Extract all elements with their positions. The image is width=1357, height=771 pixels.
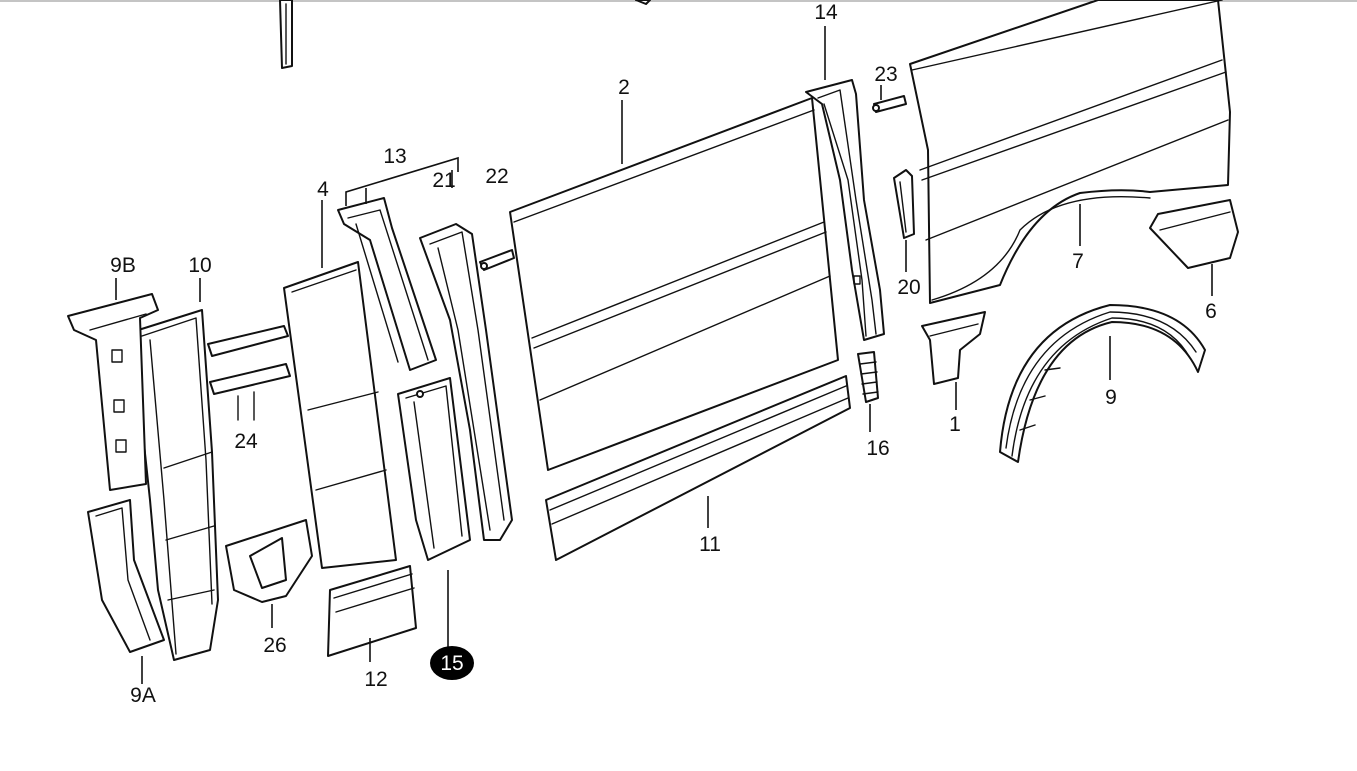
part-11-sill[interactable]: [545, 375, 851, 561]
callout-16[interactable]: 16: [866, 437, 889, 460]
part-9-wheelhouse[interactable]: [999, 304, 1206, 463]
part-21-pillar[interactable]: [419, 223, 513, 541]
part-10-a-pillar[interactable]: [131, 309, 219, 661]
callout-2[interactable]: 2: [618, 76, 630, 99]
part-12-lower-skin[interactable]: [327, 565, 417, 657]
part-4-panel[interactable]: [283, 261, 397, 569]
part-2-side-panel[interactable]: [509, 97, 839, 471]
callout-4[interactable]: 4: [317, 178, 329, 201]
part-7-rear-quarter-panel[interactable]: [909, 0, 1231, 304]
callout-1[interactable]: 1: [949, 413, 961, 436]
part-9A-inner-lower[interactable]: [87, 499, 165, 653]
part-20-plate[interactable]: [893, 169, 915, 239]
callout-9[interactable]: 9: [1105, 386, 1117, 409]
part-6-arch-extension[interactable]: [1149, 199, 1239, 269]
part-16-vent[interactable]: [857, 351, 879, 403]
callout-22[interactable]: 22: [485, 165, 508, 188]
part-26-bracket[interactable]: [225, 519, 313, 603]
callout-labels: 14 23 2 13 21 22 4 9B 10 24 7 20 6 1 9 1…: [110, 1, 1217, 707]
callout-7[interactable]: 7: [1072, 250, 1084, 273]
part-23-pin[interactable]: [872, 95, 907, 113]
callout-13[interactable]: 13: [383, 145, 406, 168]
callout-6[interactable]: 6: [1205, 300, 1217, 323]
callout-24[interactable]: 24: [234, 430, 258, 453]
part-14-pillar[interactable]: [805, 79, 885, 341]
callout-26[interactable]: 26: [263, 634, 286, 657]
part-1-bracket[interactable]: [921, 311, 986, 385]
callout-14[interactable]: 14: [814, 1, 838, 24]
callout-9A[interactable]: 9A: [130, 684, 156, 707]
part-fragment-top: [635, 0, 651, 5]
callout-15: 15: [440, 652, 463, 675]
part-strip-top: [279, 0, 293, 69]
callout-11[interactable]: 11: [699, 533, 721, 556]
callout-15-highlighted[interactable]: 15: [430, 646, 474, 680]
part-24-rails[interactable]: [207, 325, 291, 421]
callout-23[interactable]: 23: [874, 63, 897, 86]
callout-10[interactable]: 10: [188, 254, 211, 277]
part-9B-inner-pillar[interactable]: [67, 293, 159, 491]
part-13-pillar-upper[interactable]: [337, 197, 437, 371]
callout-12[interactable]: 12: [364, 668, 387, 691]
leader-lines: [115, 26, 1213, 684]
part-22-clip[interactable]: [479, 249, 515, 271]
part-15-pillar-lower[interactable]: [397, 377, 471, 561]
callout-20[interactable]: 20: [897, 276, 920, 299]
callout-21[interactable]: 21: [432, 169, 455, 192]
callout-9B[interactable]: 9B: [110, 254, 136, 277]
highlight-badge: [430, 646, 474, 680]
